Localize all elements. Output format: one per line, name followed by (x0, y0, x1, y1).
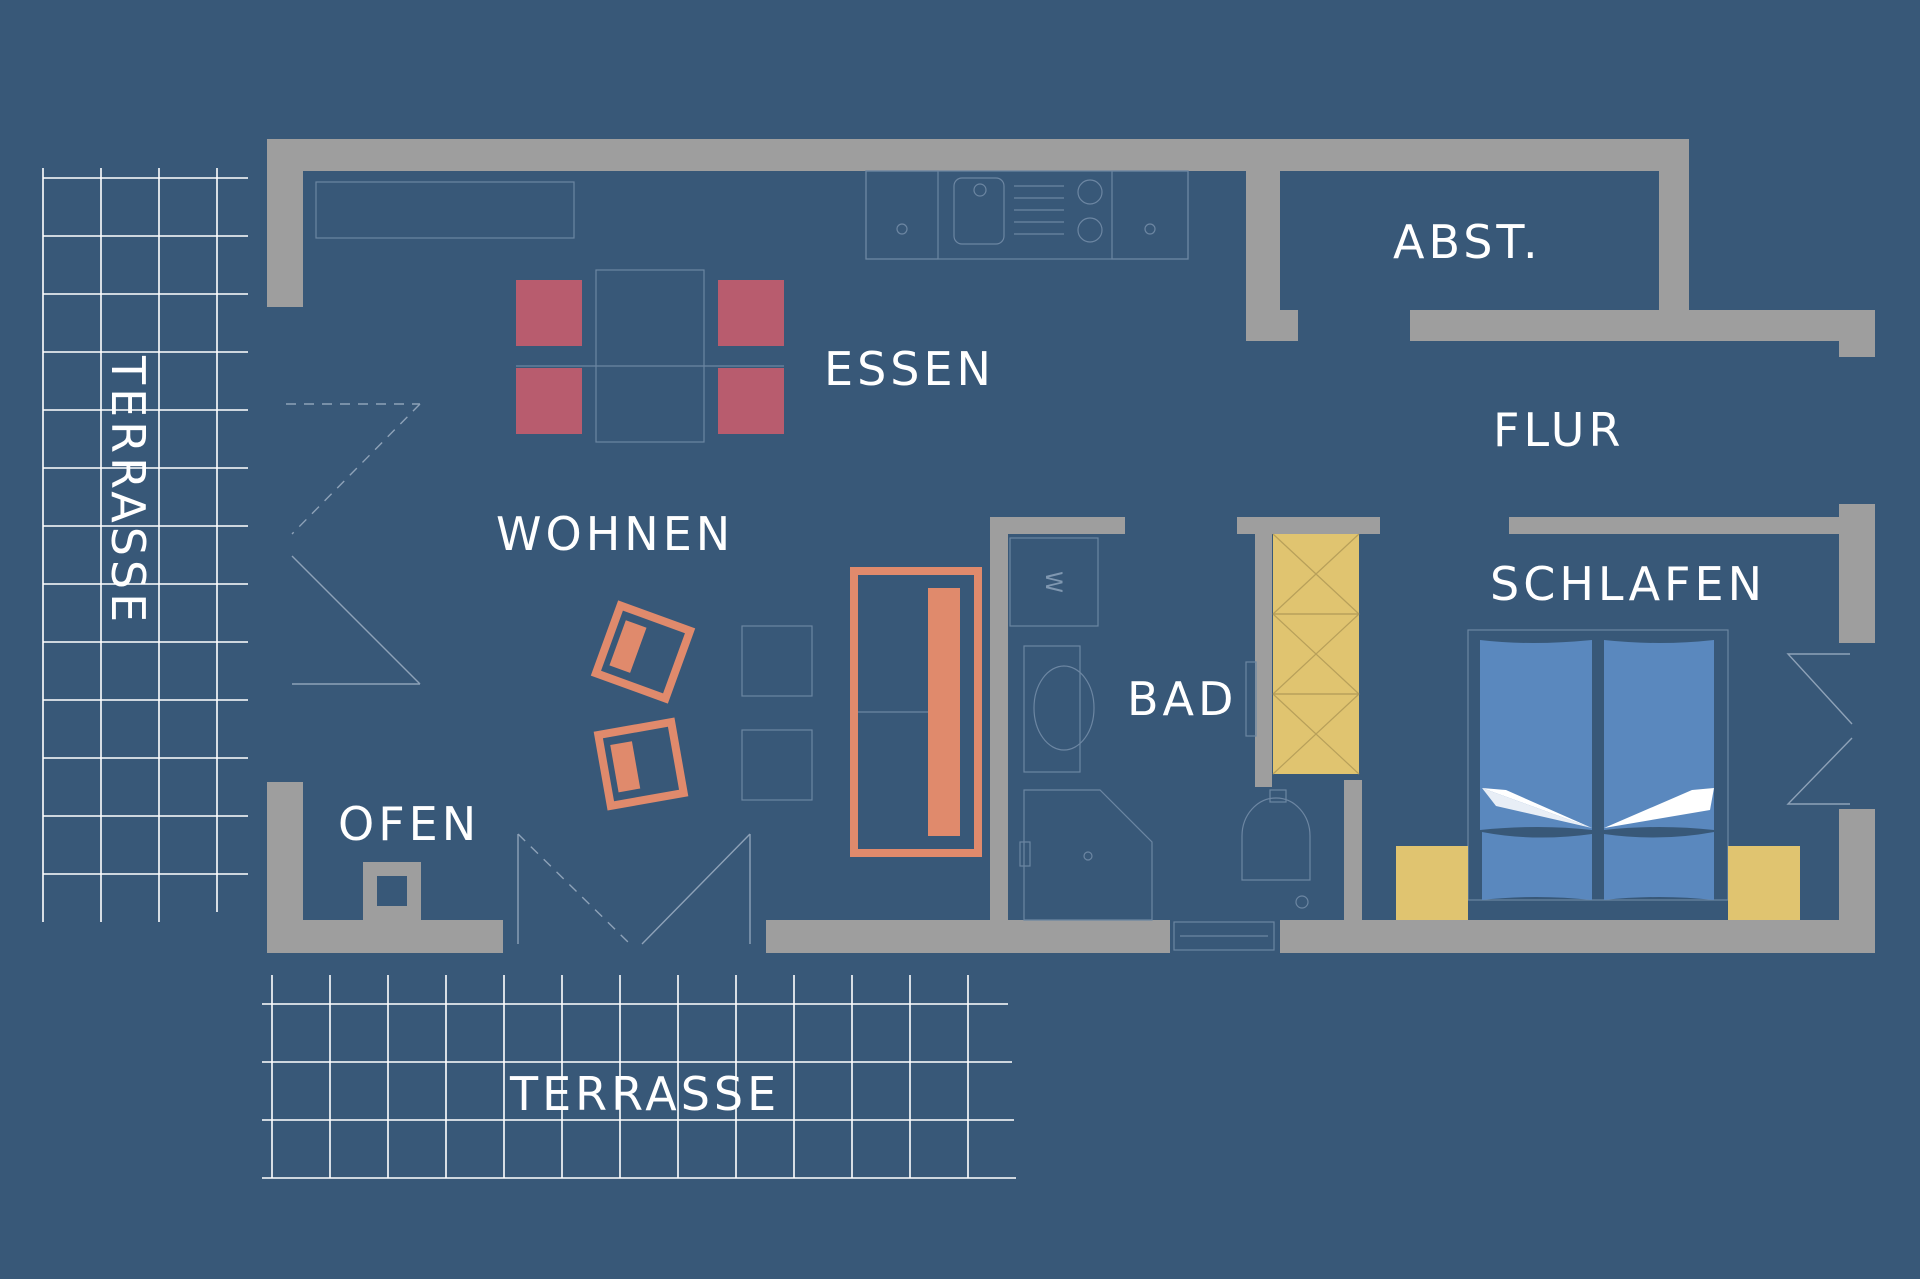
room-label-abstellraum: ABST. (1393, 215, 1542, 269)
chair (718, 368, 784, 434)
wall (1509, 517, 1840, 534)
chair (718, 280, 784, 346)
chair (516, 280, 582, 346)
terrace-door-south (517, 833, 751, 945)
nightstand (1728, 846, 1800, 920)
terrace-west-grid (42, 168, 248, 922)
room-label-essen: ESSEN (824, 342, 995, 396)
armchair (593, 717, 689, 811)
wall (267, 920, 503, 953)
wall (1237, 517, 1380, 534)
washing-machine-mark: W (1040, 571, 1065, 593)
nightstand (1396, 846, 1468, 920)
wall (1255, 517, 1272, 787)
armchair (590, 600, 696, 704)
wall (990, 517, 1008, 920)
wall (1344, 780, 1362, 920)
wall (766, 920, 1170, 953)
bed (1396, 629, 1800, 920)
wall (1839, 310, 1875, 357)
sofa (850, 567, 982, 857)
wall (1839, 504, 1875, 643)
terrace-south-grid (262, 975, 1016, 1179)
wall (1246, 310, 1298, 341)
living-furniture (590, 567, 982, 857)
wall (1410, 310, 1875, 341)
kitchen (315, 170, 1189, 260)
room-label-terrasse-sued: TERRASSE (509, 1067, 780, 1121)
bedroom-door (1786, 653, 1853, 805)
wall (267, 139, 303, 307)
terrace-door-west (286, 403, 421, 685)
room-label-schlafen: SCHLAFEN (1490, 557, 1766, 611)
wall (990, 517, 1125, 534)
wall (1659, 139, 1689, 311)
dining-set (516, 269, 784, 443)
wall (1246, 139, 1280, 341)
room-label-bad: BAD (1127, 672, 1237, 726)
walls (267, 139, 1875, 953)
room-label-flur: FLUR (1493, 403, 1624, 457)
wall (1280, 920, 1875, 953)
wardrobe (1272, 533, 1360, 775)
room-label-ofen: OFEN (338, 797, 480, 851)
bathroom-fixtures (1009, 537, 1311, 951)
wall (267, 139, 1689, 171)
chair (516, 368, 582, 434)
room-label-wohnen: WOHNEN (496, 507, 734, 561)
oven-opening (377, 876, 407, 906)
room-label-terrasse-west: TERRASSE (101, 355, 155, 626)
wall (1839, 809, 1875, 953)
